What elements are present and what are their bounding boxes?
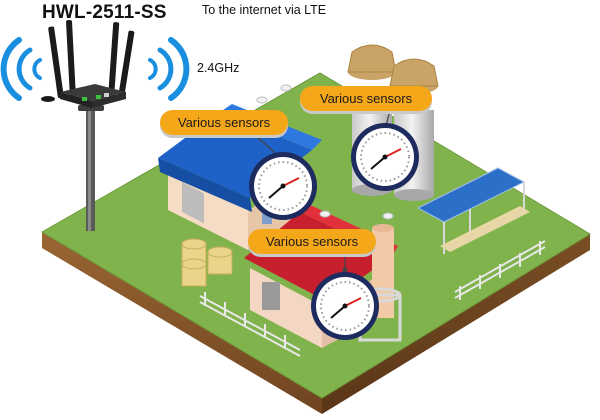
sensor-markers [256,84,394,220]
uplink-label: To the internet via LTE [202,3,327,17]
device-model-title: HWL-2511-SS [42,2,167,23]
gauge-icon [311,272,379,340]
router-icon [41,20,135,108]
sensor-callout: Various sensors [248,229,376,254]
sensor-callout: Various sensors [300,86,432,111]
gauge-icon [351,123,419,191]
solar-panel-shed [416,167,530,254]
band-label: 2.4GHz [197,61,240,75]
wifi-icon [0,37,190,101]
gauge-icon [249,152,317,220]
hay-bales [181,238,233,287]
sensor-callout: Various sensors [160,110,288,135]
fence [199,240,546,357]
